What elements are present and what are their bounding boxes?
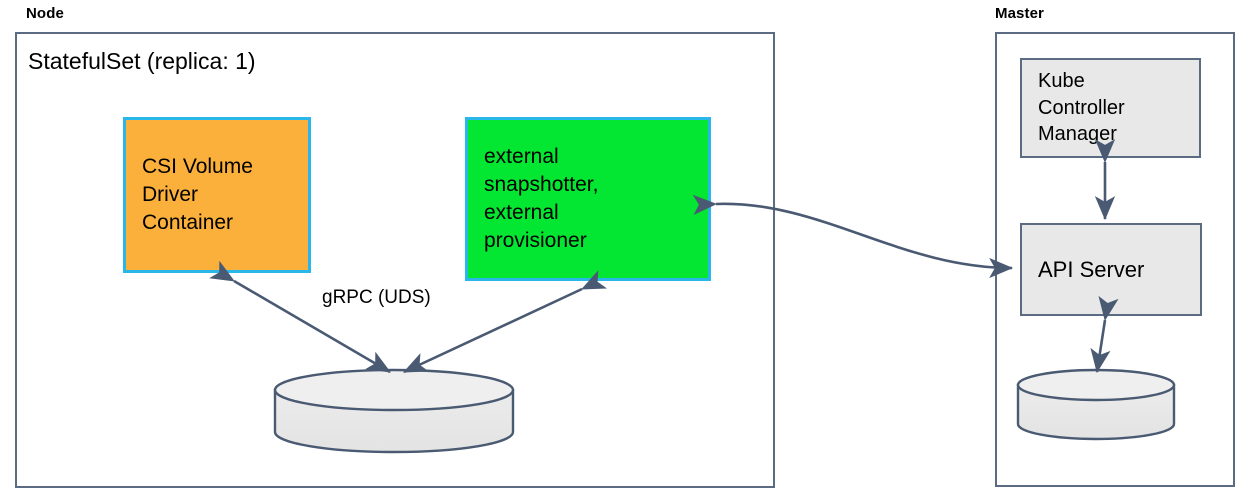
csi-driver-line-3: Container: [142, 211, 234, 235]
kcm-line-1: Kube: [1038, 69, 1085, 92]
external-sidecars-box[interactable]: external snapshotter, external provision…: [465, 117, 711, 281]
kcm-line-3: Manager: [1038, 123, 1117, 146]
master-group-label: Master: [995, 5, 1044, 22]
statefulset-title: StatefulSet (replica: 1): [28, 48, 256, 74]
external-sidecars-line-4: provisioner: [484, 229, 587, 253]
grpc-uds-edge-label: gRPC (UDS): [322, 287, 431, 308]
external-sidecars-line-2: snapshotter,: [484, 172, 599, 196]
kcm-line-2: Controller: [1038, 96, 1125, 119]
emptydir-volume-label: EmptyDir Volume: [320, 405, 468, 426]
node-group-label: Node: [26, 5, 64, 22]
api-server-label: API Server: [1038, 256, 1145, 282]
csi-driver-line-1: CSI Volume: [142, 154, 253, 178]
api-server-box[interactable]: API Server: [1020, 223, 1202, 316]
csi-volume-driver-container-box[interactable]: CSI Volume Driver Container: [123, 117, 311, 273]
external-sidecars-line-3: external: [484, 201, 559, 224]
external-sidecars-line-1: external: [484, 144, 559, 168]
csi-driver-line-2: Driver: [142, 182, 198, 206]
kube-controller-manager-box[interactable]: Kube Controller Manager: [1020, 58, 1201, 158]
etcd-label: etcd: [1037, 400, 1073, 421]
